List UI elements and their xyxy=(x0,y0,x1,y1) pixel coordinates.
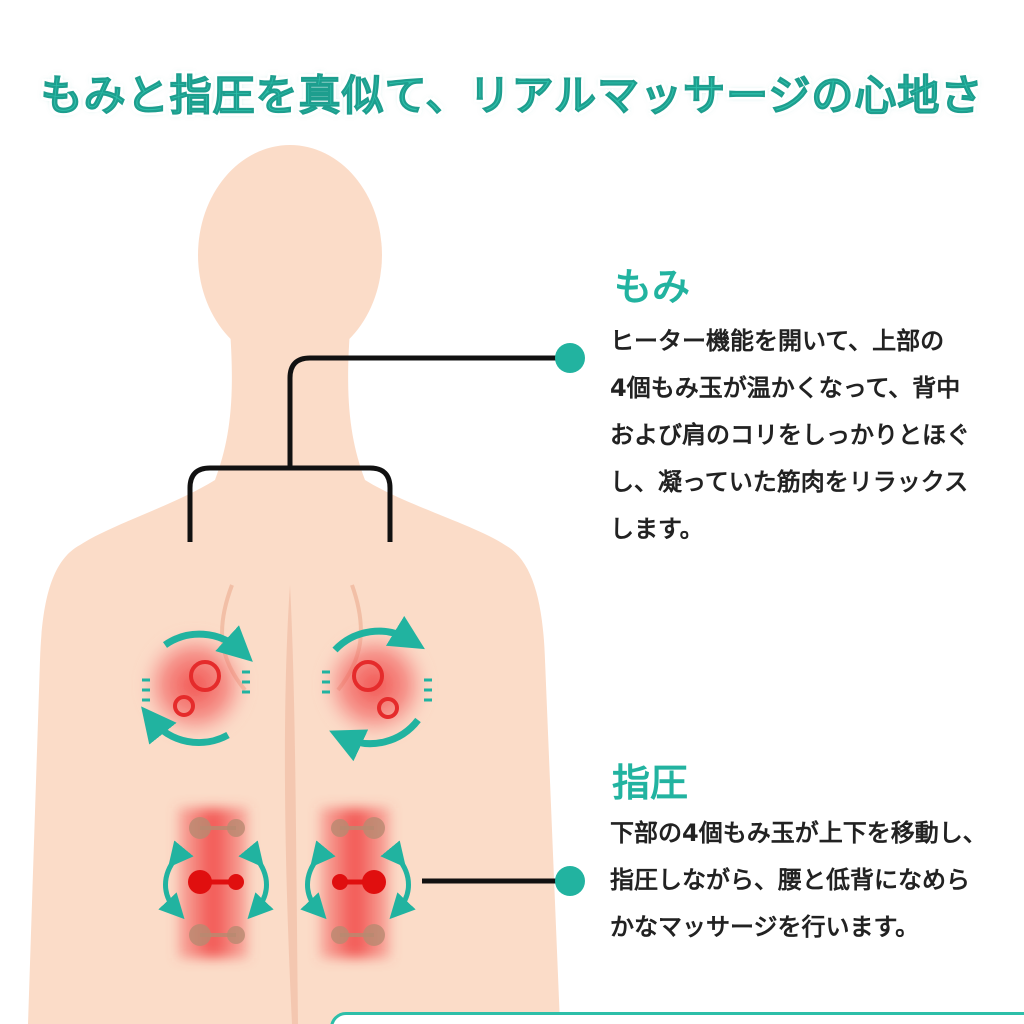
kneading-description-line: します。 xyxy=(610,515,704,543)
vertical-arrow-icon xyxy=(158,840,194,920)
vertical-arrow-icon xyxy=(238,840,274,920)
lower-shiatsu-zone-right xyxy=(300,808,416,958)
rotation-arrow-icon xyxy=(332,615,425,653)
kneading-node-small xyxy=(173,695,195,717)
shiatsu-description-line: 下部の4個もみ玉が上下を移動し、 xyxy=(610,819,987,847)
bottom-panel-edge xyxy=(330,1012,1024,1024)
kneading-connector xyxy=(187,343,585,542)
kneading-description-line: ヒーター機能を開いて、上部の xyxy=(610,327,945,355)
upper-kneading-zone-left xyxy=(140,625,253,747)
shiatsu-description-line: かなマッサージを行います。 xyxy=(610,913,920,941)
upper-kneading-zone-right xyxy=(320,615,432,762)
vertical-arrow-icon xyxy=(300,840,336,920)
kneading-description-line: および肩のコリをしっかりとほぐ xyxy=(610,421,970,449)
shiatsu-title: 指圧 xyxy=(612,761,689,805)
headline: もみと指圧を真似て、リアルマッサージの心地さ xyxy=(40,71,984,121)
kneading-description-line: 4個もみ玉が温かくなって、背中 xyxy=(610,374,961,402)
shiatsu-description: 下部の4個もみ玉が上下を移動し、 指圧しながら、腰と低背になめら かなマッサージ… xyxy=(610,810,1010,951)
kneading-description: ヒーター機能を開いて、上部の 4個もみ玉が温かくなって、背中 および肩のコリをし… xyxy=(610,318,1010,553)
shiatsu-description-line: 指圧しながら、腰と低背になめら xyxy=(610,866,970,894)
head xyxy=(198,145,382,365)
rotation-arrow-icon xyxy=(329,717,421,762)
lower-shiatsu-zone-left xyxy=(158,808,274,958)
vertical-arrow-icon xyxy=(380,840,416,920)
rotation-arrow-icon xyxy=(162,625,253,662)
kneading-node-small xyxy=(377,697,399,719)
body-silhouette xyxy=(28,145,560,1024)
rotation-arrow-icon xyxy=(141,706,230,747)
spine-line xyxy=(284,585,298,1024)
kneading-node-large xyxy=(189,660,221,692)
kneading-description-line: し、凝っていた筋肉をリラックス xyxy=(610,468,969,496)
kneading-node-large xyxy=(352,660,384,692)
shiatsu-connector-dot xyxy=(555,866,585,896)
kneading-title: もみ xyxy=(614,265,691,309)
kneading-connector-dot xyxy=(555,343,585,373)
shiatsu-connector xyxy=(422,866,585,896)
